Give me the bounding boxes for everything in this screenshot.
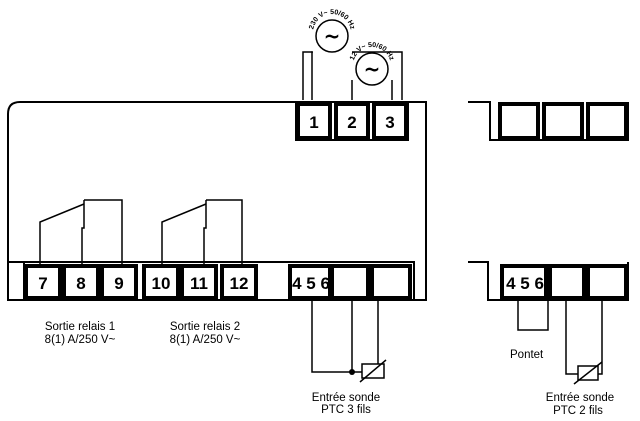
terminal-10: 10	[142, 264, 180, 300]
terminal-blank-1	[330, 264, 370, 300]
relay-1-label-line1: Sortie relais 1	[45, 321, 115, 333]
terminal-456: 4 5 6	[288, 264, 332, 300]
terminal-9-label: 9	[114, 274, 123, 293]
supply-dial-12v: ~ 12 V~ 50/60 Hz	[349, 42, 395, 86]
probe-3wire-junction	[349, 369, 355, 375]
probe-2wire-label-line2: PTC 2 fils	[553, 405, 603, 417]
supply-dial-230v: ~ 230 V~ 50/60 Hz	[308, 9, 356, 53]
terminal-10-label: 10	[152, 274, 171, 293]
terminal-blank-3	[548, 264, 586, 300]
relay-1-label-line2: 8(1) A/250 V~	[45, 334, 116, 346]
terminal-9: 9	[100, 264, 138, 300]
terminal-strip-bottom: 7 8 9 10 11 12 4 5 6	[8, 261, 415, 301]
terminal-2-label: 2	[347, 113, 356, 132]
dial-1-symbol: ~	[324, 24, 341, 48]
bridge-pontet	[517, 300, 549, 331]
terminal-456-2wire-label: 4 5 6	[506, 274, 544, 293]
supply-wires	[302, 51, 403, 100]
terminal-7-label: 7	[38, 274, 47, 293]
terminal-3: 3	[372, 102, 408, 140]
probe-3wire-label-line1: Entrée sonde	[312, 392, 380, 404]
terminal-8-label: 8	[76, 274, 85, 293]
relay-1-contact	[39, 199, 123, 264]
terminal-1: 1	[296, 102, 332, 140]
terminal-blank-2	[370, 264, 412, 300]
secondary-terminal-strip-top	[498, 102, 628, 140]
relay-2-label-line1: Sortie relais 2	[170, 321, 240, 333]
relay-2-contact	[161, 199, 243, 264]
terminal-7: 7	[24, 264, 62, 300]
probe-3wire-wiring	[311, 300, 387, 383]
terminal-1-label: 1	[309, 113, 318, 132]
probe-2wire-label-line1: Entrée sonde	[546, 392, 614, 404]
dial-2-symbol: ~	[364, 57, 381, 81]
probe-2wire-wiring	[565, 300, 603, 385]
bridge-label: Pontet	[510, 349, 544, 361]
terminal-12: 12	[220, 264, 258, 300]
terminal-blank-4	[586, 264, 628, 300]
terminal-8: 8	[62, 264, 100, 300]
terminal-456-label: 4 5 6	[292, 274, 330, 293]
terminal-11-label: 11	[190, 274, 208, 293]
terminal-11: 11	[180, 264, 218, 300]
terminal-2: 2	[334, 102, 370, 140]
secondary-terminal-strip-bottom: 4 5 6	[500, 264, 628, 300]
terminal-strip-supply: 1 2 3	[295, 101, 409, 141]
terminal-456-2wire: 4 5 6	[500, 264, 548, 300]
relay-2-label-line2: 8(1) A/250 V~	[170, 334, 241, 346]
probe-3wire-label-line2: PTC 3 fils	[321, 404, 371, 416]
terminal-12-label: 12	[230, 274, 249, 293]
terminal-3-label: 3	[385, 113, 394, 132]
